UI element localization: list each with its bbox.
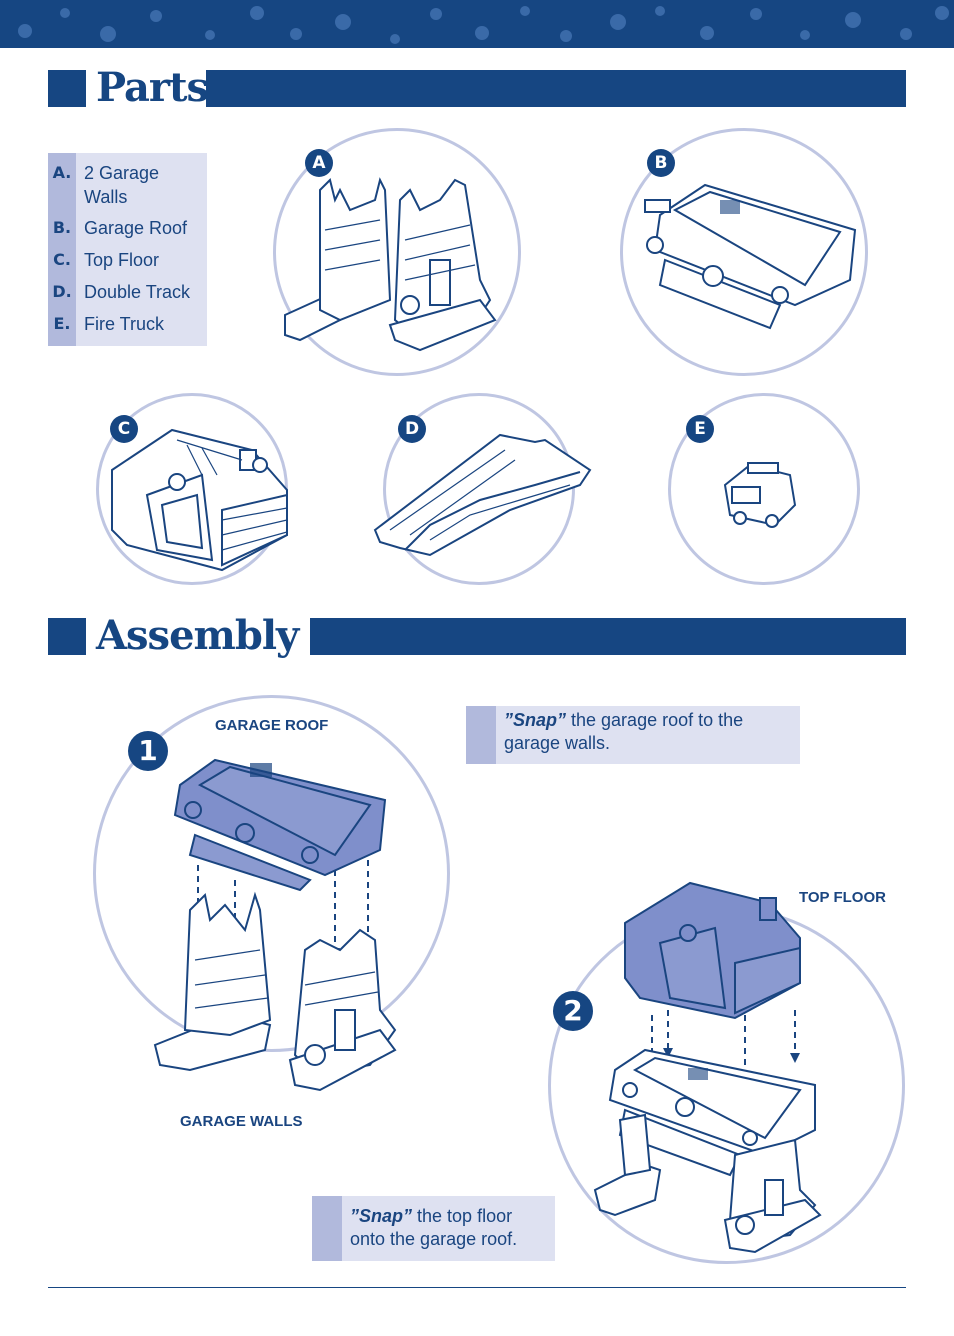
part-a-badge: A bbox=[305, 149, 333, 177]
double-track-drawing bbox=[373, 433, 592, 557]
step1-instruction-text: ”Snap” the garage roof to the garage wal… bbox=[504, 709, 794, 755]
part-b-badge: B bbox=[647, 149, 675, 177]
fire-truck-drawing bbox=[723, 462, 797, 528]
part-c-badge: C bbox=[110, 415, 138, 443]
parts-header-band bbox=[206, 70, 906, 107]
step2-top-floor-drawing bbox=[624, 881, 801, 1020]
step2-instruction-rest: the top floor onto the garage roof. bbox=[350, 1206, 518, 1249]
part-d-badge: D bbox=[398, 415, 426, 443]
step2-snap-emphasis: ”Snap” bbox=[350, 1206, 413, 1226]
parts-letter: E. bbox=[53, 314, 71, 333]
assembly-header-band bbox=[310, 618, 906, 655]
parts-letter: A. bbox=[52, 163, 72, 182]
step2-instruction-bar bbox=[312, 1196, 342, 1261]
assembly-header: Assembly bbox=[48, 612, 906, 659]
step1-number: 1 bbox=[128, 731, 168, 771]
top-floor-drawing bbox=[111, 428, 288, 572]
step2-garage-drawing bbox=[593, 1048, 822, 1254]
parts-letter: B. bbox=[52, 218, 72, 237]
parts-label: Garage Roof bbox=[84, 218, 188, 238]
step1-walls-drawing bbox=[153, 891, 397, 1092]
step2-instruction: ”Snap” the top floor onto the garage roo… bbox=[312, 1196, 555, 1261]
parts-header-square bbox=[48, 70, 86, 107]
step1-label-garage-roof: GARAGE ROOF bbox=[215, 717, 329, 734]
parts-list: A. 2 Garage Walls B. Garage Roof C. Top … bbox=[48, 153, 207, 346]
header-band bbox=[0, 0, 954, 48]
step1-instruction-bar bbox=[466, 706, 496, 764]
parts-label: 2 Garage Walls bbox=[84, 163, 160, 207]
part-e-badge: E bbox=[686, 415, 714, 443]
parts-letter: C. bbox=[53, 250, 71, 269]
parts-header: Parts bbox=[48, 64, 906, 111]
step1-instruction: ”Snap” the garage roof to the garage wal… bbox=[466, 706, 800, 764]
assembly-title: Assembly bbox=[96, 612, 299, 659]
step2-number: 2 bbox=[553, 991, 593, 1031]
step2-label-top-floor: TOP FLOOR bbox=[799, 889, 886, 906]
parts-label: Fire Truck bbox=[84, 314, 165, 334]
parts-letter: D. bbox=[52, 282, 72, 301]
step1-roof-drawing bbox=[173, 758, 387, 892]
garage-roof-drawing bbox=[644, 183, 857, 330]
bottom-divider bbox=[48, 1287, 906, 1288]
parts-list-letter-column bbox=[48, 153, 76, 346]
parts-title: Parts bbox=[96, 64, 209, 111]
garage-walls-drawing bbox=[284, 177, 497, 352]
parts-label: Double Track bbox=[84, 282, 191, 302]
parts-label: Top Floor bbox=[84, 250, 160, 270]
step1-label-garage-walls: GARAGE WALLS bbox=[180, 1113, 303, 1130]
step1-snap-emphasis: ”Snap” bbox=[504, 710, 567, 730]
step2-instruction-text: ”Snap” the top floor onto the garage roo… bbox=[350, 1205, 550, 1251]
assembly-header-square bbox=[48, 618, 86, 655]
step1-instruction-rest: the garage roof to the garage walls. bbox=[504, 710, 744, 753]
